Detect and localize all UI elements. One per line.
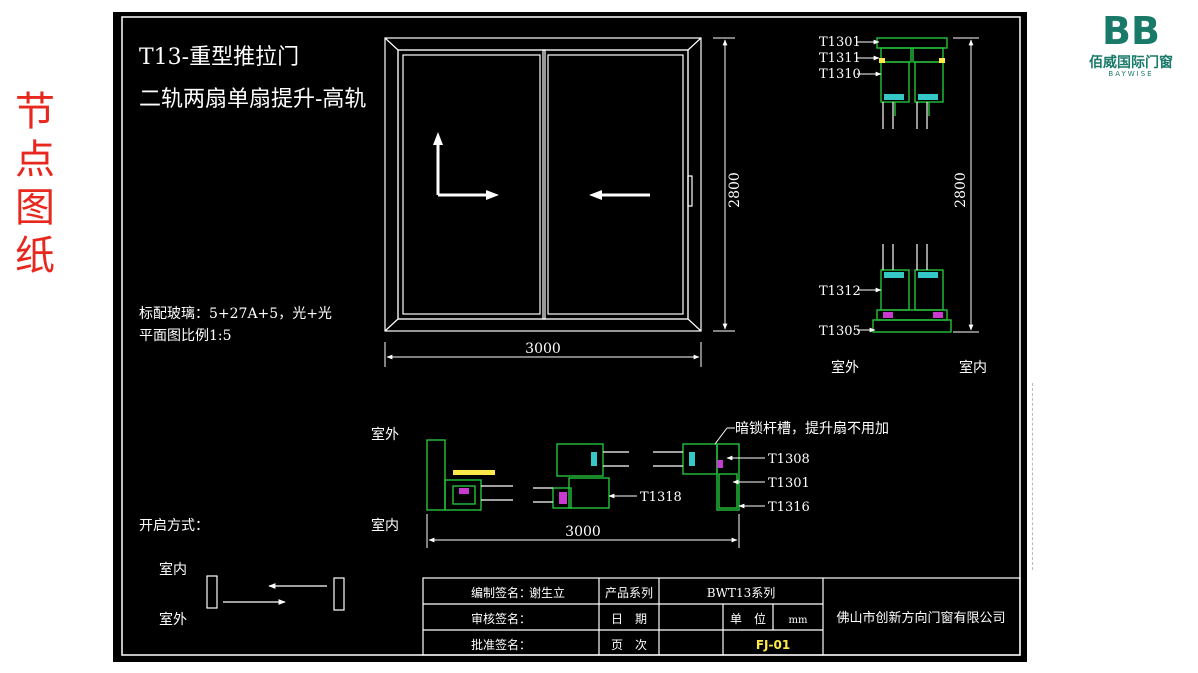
- approved-by-label: 批准签名：: [471, 637, 531, 652]
- plan-width-label: 3000: [565, 524, 601, 540]
- glass-spec: 标配玻璃：5+27A+5，光+光: [139, 305, 332, 322]
- section-dimensions: [953, 37, 979, 333]
- checked-by-label: 审核签名：: [471, 611, 531, 626]
- section-indoor-label: 室内: [959, 359, 987, 376]
- plan-outdoor-label: 室外: [371, 426, 399, 443]
- drawing-subtitle: 二轨两扇单扇提升-高轨: [139, 87, 366, 112]
- opening-diagram: [206, 575, 345, 611]
- part-label-t1310: T1310: [819, 67, 861, 82]
- seal-strip: [717, 460, 723, 468]
- brand-logo-icon: BB: [1102, 9, 1160, 53]
- plan-glass-middle: [533, 451, 629, 503]
- series-value: BWT13系列: [707, 586, 775, 600]
- section-outdoor-label: 室外: [831, 359, 859, 376]
- glazing-bead: [884, 272, 904, 278]
- unit-label: 单 位: [730, 611, 766, 626]
- opening-outdoor-label: 室外: [159, 611, 187, 628]
- plan-glass-left: [481, 485, 513, 501]
- page-label: 页 次: [611, 638, 647, 652]
- lift-arrow-up-head: [433, 132, 443, 145]
- opening-method-label: 开启方式：: [139, 518, 209, 534]
- opening-arrows: [433, 132, 650, 200]
- top-glass-lines: [882, 102, 928, 129]
- logo-mark: BB: [1102, 9, 1160, 52]
- plan-indoor-label: 室内: [371, 517, 399, 534]
- seal-strip: [559, 492, 567, 504]
- part-label-t1311: T1311: [819, 51, 861, 66]
- scale-note: 平面图比例1:5: [139, 328, 232, 344]
- drawn-by-value: 谢生立: [529, 585, 565, 600]
- page-number: FJ-01: [756, 638, 790, 652]
- part-label-t1316: T1316: [768, 500, 810, 515]
- section-leaders: [857, 39, 882, 333]
- part-label-t1318: T1318: [640, 490, 682, 505]
- part-label-t1312: T1312: [819, 284, 861, 299]
- side-title-char: 图: [15, 185, 55, 231]
- plan-dimensions: [426, 514, 740, 548]
- part-label-t1308: T1308: [768, 452, 810, 467]
- door-elevation: [384, 37, 702, 332]
- logo-name: 佰威国际门窗: [1089, 55, 1173, 71]
- seal-strip: [879, 58, 885, 63]
- plan-section-left: [426, 439, 482, 511]
- drawn-by-label: 编制签名：: [471, 585, 531, 600]
- side-title-char: 纸: [15, 233, 55, 279]
- glazing-bead: [918, 94, 938, 100]
- vertical-section-bottom: [872, 269, 952, 333]
- part-label-t1305: T1305: [819, 324, 861, 339]
- elevation-height-label: 2800: [727, 172, 743, 208]
- cad-drawing: T13-重型推拉门 二轨两扇单扇提升-高轨 标配玻璃：5+27A+5，光+光 平…: [121, 16, 1021, 656]
- company-name: 佛山市创新方向门窗有限公司: [836, 610, 1005, 626]
- date-label: 日 期: [611, 612, 647, 626]
- part-label-t1301-plan: T1301: [768, 476, 810, 491]
- glazing-bead: [884, 94, 904, 100]
- bottom-glass-lines: [882, 244, 928, 270]
- title-block: [422, 577, 1021, 656]
- brand-logo: BB 佰威国际门窗 BAYWISE: [1076, 8, 1186, 78]
- seal-strip: [883, 312, 893, 318]
- plan-section-middle: [552, 443, 610, 509]
- glazing-bead: [591, 452, 597, 466]
- elevation-width-label: 3000: [525, 341, 561, 357]
- drawing-title: T13-重型推拉门: [139, 45, 299, 70]
- part-label-t1301: T1301: [819, 35, 861, 50]
- sheet-border: [121, 16, 1021, 656]
- series-label: 产品系列: [605, 586, 653, 600]
- drawing-sheet: T13-重型推拉门 二轨两扇单扇提升-高轨 标配玻璃：5+27A+5，光+光 平…: [113, 12, 1027, 662]
- seal-strip: [939, 58, 945, 63]
- section-height-label: 2800: [953, 172, 969, 208]
- lock-bar: [453, 470, 495, 475]
- glazing-bead: [689, 452, 695, 466]
- side-title: 节 点 图 纸: [8, 88, 62, 280]
- page-edge-guide: [1032, 383, 1033, 570]
- plan-leaders: [608, 427, 765, 509]
- slide-arrow-left-head: [589, 190, 602, 200]
- logo-sub: BAYWISE: [1108, 70, 1154, 78]
- plan-section-right: [682, 443, 740, 511]
- vertical-section-top: [876, 37, 948, 116]
- slide-arrow-right-head: [486, 190, 499, 200]
- opening-indoor-label: 室内: [159, 561, 187, 578]
- seal-strip: [933, 312, 943, 318]
- plan-glass-right: [653, 451, 683, 467]
- unit-value: mm: [789, 615, 808, 626]
- side-title-char: 节: [15, 89, 55, 135]
- side-title-char: 点: [15, 137, 55, 183]
- lock-note: 暗锁杆槽，提升扇不用加: [735, 421, 889, 437]
- glazing-bead: [918, 272, 938, 278]
- seal-strip: [459, 488, 469, 494]
- elevation-dimensions: [384, 37, 735, 367]
